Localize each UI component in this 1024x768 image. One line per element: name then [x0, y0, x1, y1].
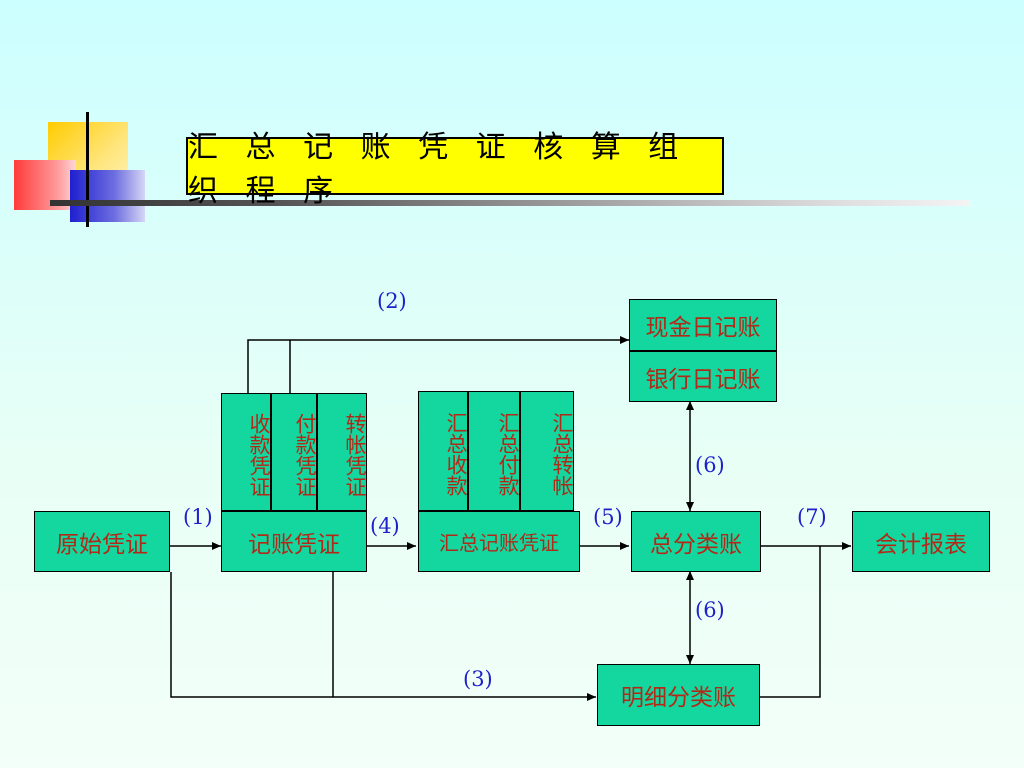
box-summary-voucher: 汇总记账凭证 [418, 511, 580, 572]
step-label-3: (3) [463, 667, 493, 691]
arrow-3 [170, 572, 596, 701]
box-payment-voucher: 付款凭证 [271, 393, 317, 511]
step-label-5: (5) [593, 505, 623, 529]
box-receipt-voucher: 收款凭证 [221, 393, 271, 511]
box-detail-ledger: 明细分类账 [597, 664, 760, 726]
box-summary-payment: 汇总付款 [468, 391, 520, 511]
arrow-2 [247, 336, 629, 393]
logo-blue-square [70, 170, 145, 222]
box-bank-journal: 银行日记账 [629, 351, 777, 402]
box-summary-transfer: 汇总转帐 [520, 391, 574, 511]
step-label-4: (4) [370, 514, 400, 538]
box-accounting-voucher: 记账凭证 [221, 511, 367, 572]
box-summary-receipt: 汇总收款 [418, 391, 468, 511]
page-title: 汇 总 记 账 凭 证 核 算 组 织 程 序 [186, 130, 724, 209]
step-label-6-upper: (6) [695, 453, 725, 477]
step-label-6-lower: (6) [695, 598, 725, 622]
step-label-7: (7) [797, 505, 827, 529]
box-transfer-voucher: 转帐凭证 [317, 393, 367, 511]
step-label-1: (1) [183, 505, 213, 529]
logo-vertical-line [86, 112, 89, 227]
box-general-ledger: 总分类账 [631, 511, 761, 572]
logo-horizontal-line [50, 200, 970, 206]
box-cash-journal: 现金日记账 [629, 299, 777, 351]
box-financial-report: 会计报表 [852, 511, 990, 572]
step-label-2: (2) [377, 289, 407, 313]
box-original-voucher: 原始凭证 [34, 511, 170, 572]
detail-to-report-line [760, 546, 821, 698]
